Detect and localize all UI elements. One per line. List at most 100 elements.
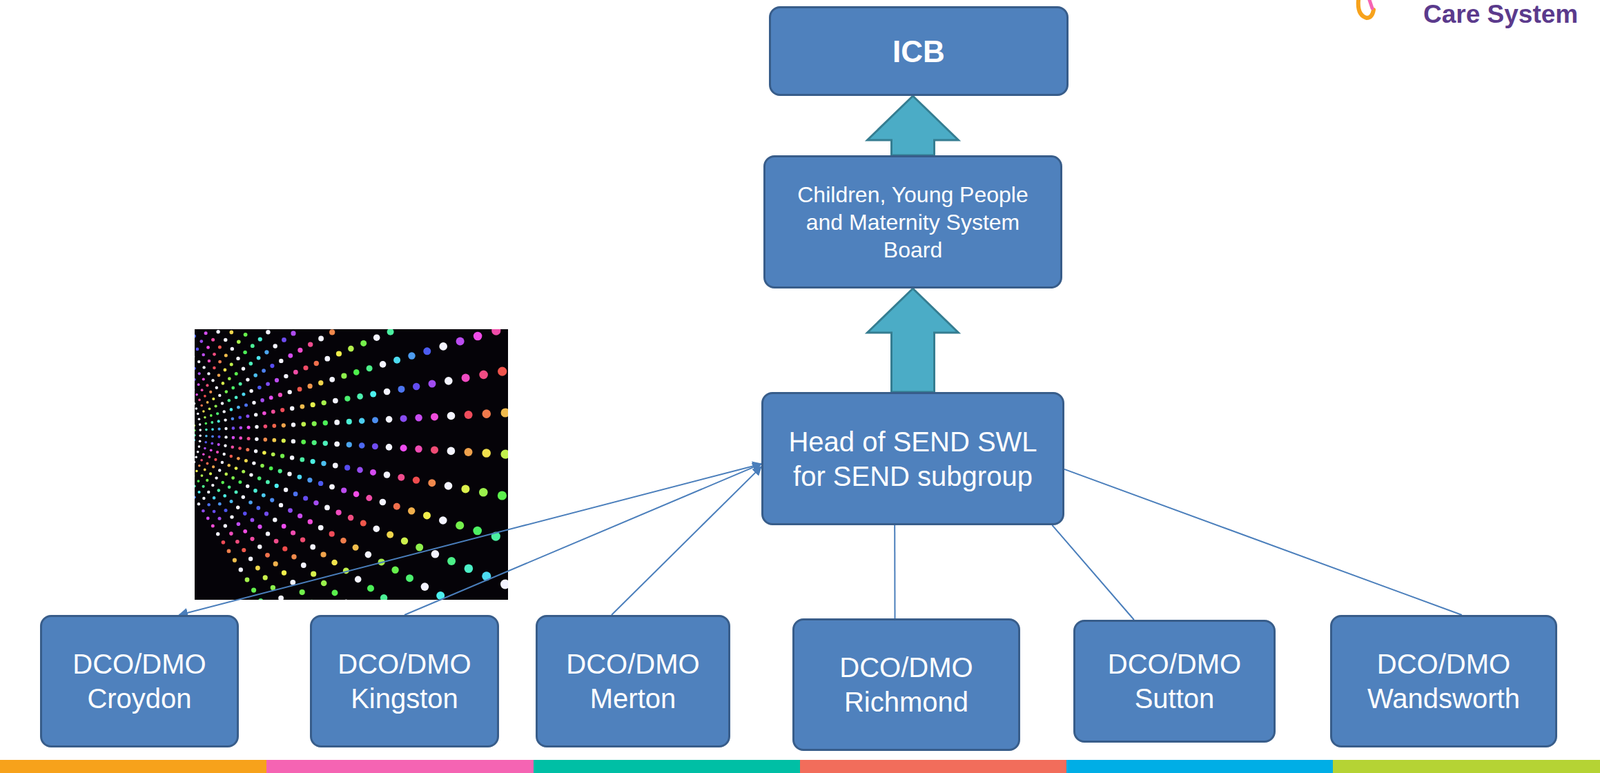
light-dot — [203, 447, 207, 451]
light-dot — [473, 332, 483, 341]
light-dot — [501, 450, 509, 460]
light-dot — [340, 537, 347, 544]
light-dot — [248, 500, 253, 505]
logo-text: Care System — [1423, 0, 1578, 29]
light-dot — [269, 498, 275, 503]
light-dot — [223, 368, 228, 373]
light-dot — [430, 412, 439, 421]
light-dot — [324, 356, 330, 362]
light-dot — [264, 511, 269, 516]
block-arrow — [867, 95, 959, 156]
light-dot — [289, 579, 296, 586]
light-dot — [278, 595, 284, 600]
block-arrow — [867, 288, 959, 393]
light-dot — [238, 446, 242, 451]
light-dot — [308, 599, 315, 601]
light-dot — [205, 422, 208, 426]
light-dot — [262, 574, 268, 580]
light-dot — [195, 393, 199, 397]
light-dot — [272, 517, 277, 522]
light-dot — [194, 334, 197, 339]
light-dot — [202, 453, 206, 457]
light-dot — [310, 459, 316, 464]
light-dot — [236, 405, 241, 410]
light-dot — [297, 387, 303, 393]
light-dot — [203, 394, 207, 398]
light-dot — [227, 549, 232, 554]
box-text: DCO/DMO Richmond — [804, 650, 1009, 720]
light-dot — [225, 389, 229, 394]
light-dot — [265, 552, 270, 558]
light-dot — [223, 418, 227, 422]
light-dot — [297, 347, 303, 353]
light-dot — [334, 419, 340, 426]
link-line — [611, 466, 762, 616]
light-dot — [249, 389, 253, 393]
light-dot — [366, 365, 373, 372]
light-dot — [198, 439, 202, 443]
light-dot — [216, 412, 219, 415]
light-dot — [231, 417, 235, 422]
light-dot — [238, 416, 242, 420]
light-dot — [204, 441, 208, 444]
light-dot — [365, 551, 373, 559]
light-dot — [423, 511, 431, 520]
light-dot — [220, 401, 224, 405]
link-line — [1064, 469, 1462, 616]
light-dot — [210, 421, 214, 424]
light-dot — [194, 367, 197, 370]
light-dot — [213, 458, 217, 462]
light-dot — [244, 459, 248, 463]
light-dot — [212, 496, 217, 500]
light-dot — [415, 543, 424, 552]
light-dot — [197, 479, 201, 483]
box-text: DCO/DMO Wandsworth — [1341, 646, 1546, 716]
light-dot — [421, 582, 430, 591]
light-dot — [211, 338, 215, 342]
light-dot — [407, 352, 415, 359]
light-dot — [307, 477, 312, 483]
light-dot — [407, 507, 415, 515]
light-dot — [307, 341, 313, 347]
light-dot — [393, 503, 401, 511]
light-dot — [262, 411, 267, 416]
light-dot — [373, 334, 381, 341]
light-dot — [194, 495, 197, 499]
light-dot — [300, 537, 306, 542]
light-dot — [220, 481, 225, 485]
light-dot — [352, 544, 359, 551]
light-dot — [216, 450, 219, 454]
light-dot — [387, 329, 395, 336]
light-dot — [236, 505, 240, 510]
light-dot — [216, 532, 220, 536]
board-box: ICB — [768, 6, 1069, 96]
light-dot — [461, 485, 470, 494]
light-dot — [309, 544, 316, 551]
light-dot — [249, 537, 255, 542]
light-dot — [423, 347, 431, 355]
light-dot — [283, 488, 288, 493]
light-dot — [293, 491, 299, 497]
light-dot — [250, 518, 255, 523]
light-dot — [204, 331, 208, 335]
light-dot — [256, 505, 261, 511]
light-dot — [297, 513, 303, 519]
light-dot — [307, 383, 313, 389]
light-dot — [414, 445, 422, 453]
light-dot — [241, 548, 246, 553]
light-dot — [196, 450, 200, 454]
light-dot — [336, 510, 342, 516]
light-dot — [238, 425, 243, 430]
light-dot — [247, 436, 251, 441]
light-dot — [354, 576, 362, 584]
light-dot — [401, 329, 408, 330]
light-dot — [334, 441, 340, 447]
light-dot — [222, 494, 227, 498]
light-dot — [194, 438, 196, 442]
bar-segment — [266, 759, 534, 773]
light-dot — [310, 402, 316, 408]
light-dot — [258, 336, 263, 341]
light-dot — [262, 450, 267, 455]
light-dot — [269, 466, 274, 471]
light-dot — [380, 594, 388, 600]
